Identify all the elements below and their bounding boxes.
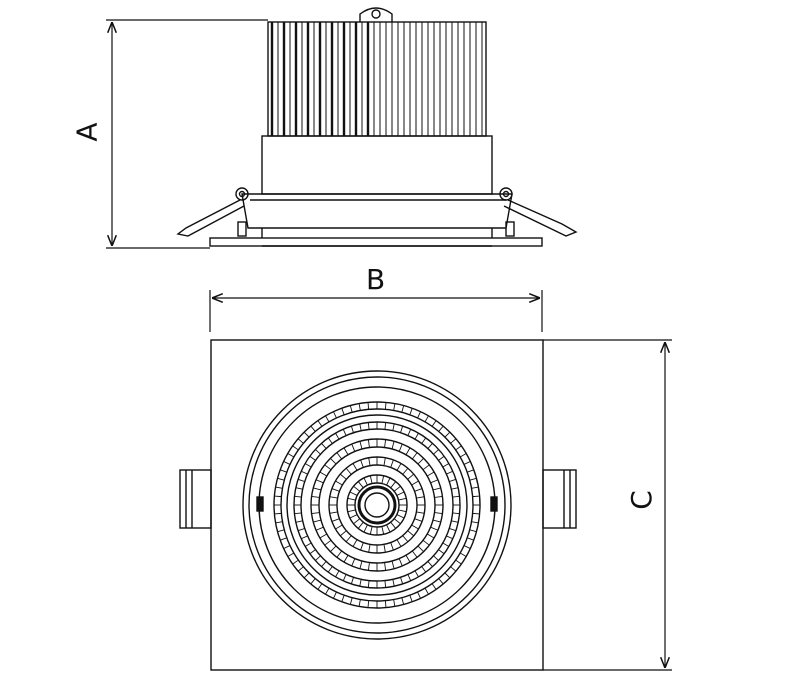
housing xyxy=(261,135,493,195)
dimension-label-b: B xyxy=(366,263,386,296)
outer-ring xyxy=(242,370,512,640)
dimension-a xyxy=(106,19,268,249)
heatsink xyxy=(267,21,487,137)
left-tab xyxy=(179,469,212,529)
lens-center xyxy=(354,482,400,528)
lens-pattern xyxy=(274,402,480,608)
dimension-label-c: C xyxy=(624,490,658,510)
dimension-c xyxy=(543,339,672,671)
right-spring-clip xyxy=(499,187,578,237)
dimension-b xyxy=(209,290,543,332)
dimension-label-a: A xyxy=(70,122,104,142)
top-clip-pin xyxy=(371,9,381,19)
left-spring-clip xyxy=(176,187,249,237)
front-view xyxy=(179,339,577,671)
side-view xyxy=(176,7,578,247)
flange xyxy=(209,237,543,247)
right-tab xyxy=(542,469,577,529)
trim-ring xyxy=(241,193,513,229)
heatsink-fins xyxy=(270,22,483,136)
top-clip xyxy=(359,7,393,22)
